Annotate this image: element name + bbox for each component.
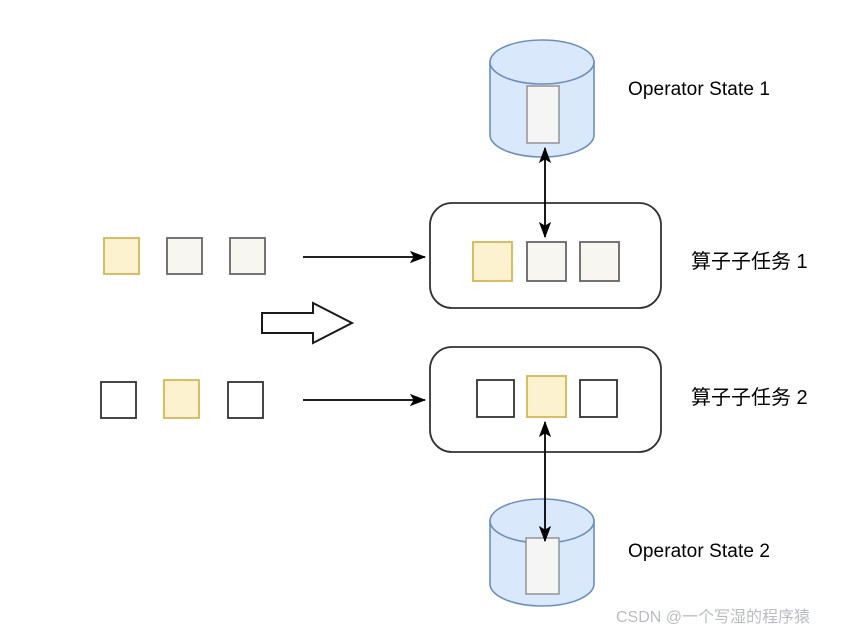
input-2-record-1 bbox=[163, 379, 200, 419]
operator-state-1-store bbox=[489, 39, 595, 158]
process-block-arrow-icon bbox=[261, 301, 355, 345]
cylinder-top-ellipse-1 bbox=[489, 39, 595, 85]
input-stream-1 bbox=[103, 237, 266, 275]
input-2-record-0 bbox=[100, 381, 137, 419]
subtask-2-label: 算子子任务 2 bbox=[691, 387, 808, 409]
subtask-2-record-0[interactable] bbox=[476, 379, 515, 418]
subtask-1-record-2[interactable] bbox=[579, 241, 620, 282]
operator-state-2-store bbox=[489, 498, 595, 607]
subtask-1-record-0[interactable] bbox=[472, 241, 513, 282]
cylinder-top-ellipse-2 bbox=[489, 498, 595, 544]
subtask-2-record-1[interactable] bbox=[526, 375, 567, 418]
input-1-record-2 bbox=[229, 237, 266, 275]
input-1-record-1 bbox=[166, 237, 203, 275]
state-record-top bbox=[526, 85, 560, 144]
subtask-1-record-1[interactable] bbox=[526, 241, 567, 282]
subtask-2-record-2[interactable] bbox=[579, 379, 618, 418]
operator-state-1-label: Operator State 1 bbox=[628, 79, 771, 100]
subtask-1-label: 算子子任务 1 bbox=[691, 251, 808, 273]
state-record-bottom bbox=[525, 537, 560, 595]
csdn-watermark: CSDN @一个写湿的程序猿 bbox=[616, 609, 811, 626]
input-2-record-2 bbox=[227, 381, 264, 419]
subtask-1-box[interactable] bbox=[429, 202, 662, 309]
operator-state-2-label: Operator State 2 bbox=[628, 541, 771, 562]
input-1-record-0 bbox=[103, 237, 140, 275]
input-stream-2 bbox=[100, 379, 264, 419]
